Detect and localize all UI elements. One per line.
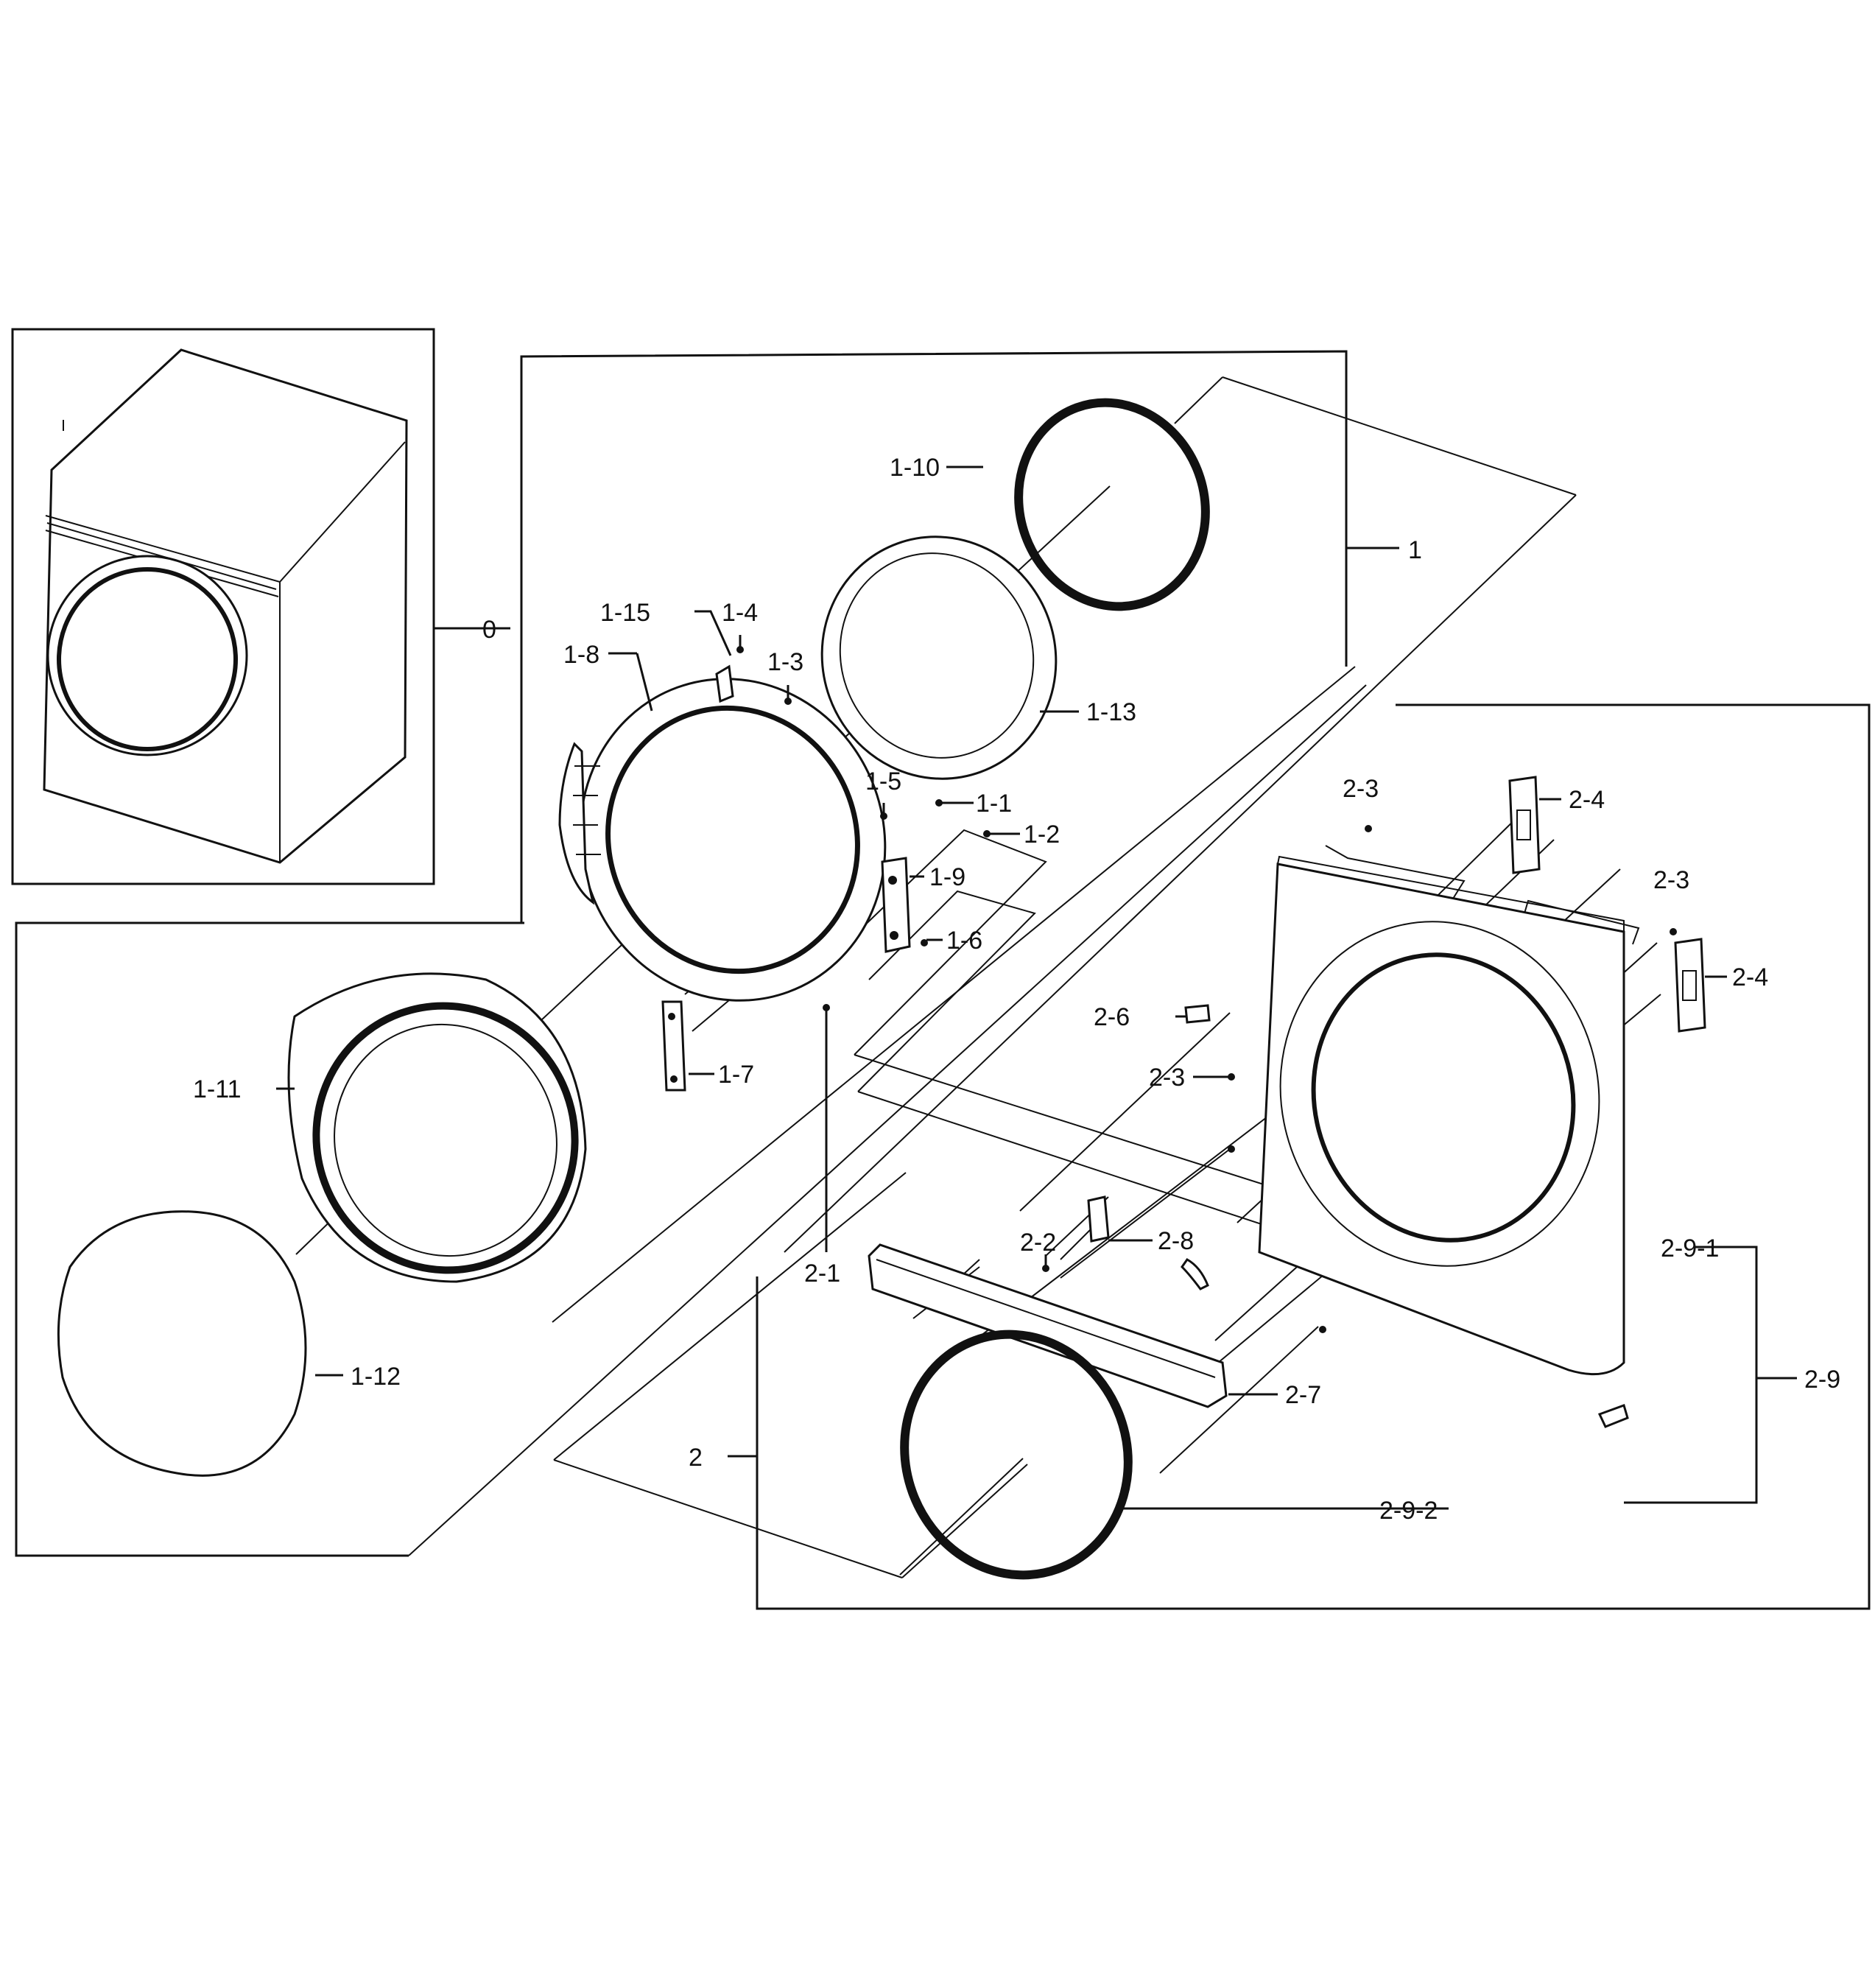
bracket-2-4-right [1674, 938, 1706, 1033]
label-2-4-top: 2-4 [1569, 786, 1605, 814]
label-1-1: 1-1 [976, 790, 1012, 818]
label-2-6: 2-6 [1094, 1003, 1130, 1031]
label-1-9: 1-9 [929, 863, 965, 891]
part-small-foot [1597, 1404, 1629, 1428]
ring-2-9-2 [900, 1330, 1133, 1580]
frame-front-panel [756, 703, 1871, 1610]
label-1-3: 1-3 [767, 648, 803, 676]
ring-1-10 [1014, 398, 1210, 611]
door-frame-1-11 [287, 972, 587, 1283]
label-1-15: 1-15 [600, 599, 650, 627]
label-2-9-1: 2-9-1 [1661, 1234, 1719, 1262]
label-2-3-top: 2-3 [1343, 775, 1379, 803]
label-2-7: 2-7 [1285, 1381, 1321, 1409]
ring-1-13 [820, 535, 1058, 780]
label-2-3-right: 2-3 [1653, 866, 1689, 894]
label-2: 2 [689, 1444, 703, 1472]
label-1-11: 1-11 [193, 1075, 242, 1103]
label-0: 0 [482, 616, 496, 644]
frame-door-assembly [15, 350, 1348, 1557]
label-1-7: 1-7 [718, 1061, 754, 1089]
label-1-8: 1-8 [563, 641, 599, 669]
label-1-12: 1-12 [351, 1363, 401, 1391]
label-1-13: 1-13 [1086, 698, 1136, 726]
front-panel-2-9-1 [1258, 855, 1625, 1376]
frame-overview [11, 328, 435, 885]
callout-leaders [276, 466, 1727, 1510]
label-2-9: 2-9 [1804, 1366, 1840, 1394]
label-2-4-right: 2-4 [1732, 963, 1768, 991]
part-2-6 [1184, 1004, 1211, 1024]
label-2-9-2: 2-9-2 [1379, 1497, 1438, 1525]
label-1-2: 1-2 [1024, 821, 1060, 849]
label-1-5: 1-5 [865, 768, 901, 795]
label-1-4: 1-4 [722, 599, 758, 627]
hinge-1-9 [881, 857, 911, 953]
part-small-clip [1181, 1258, 1209, 1290]
label-1-6: 1-6 [946, 927, 982, 955]
part-2-8 [1087, 1195, 1110, 1243]
hinge-1-7 [661, 1000, 686, 1092]
label-2-1: 2-1 [804, 1260, 840, 1288]
door-frame-1-8 [558, 678, 887, 1002]
label-1-10: 1-10 [890, 454, 940, 482]
dryer-cabinet-drawing [43, 348, 408, 864]
door-glass-1-12 [57, 1210, 307, 1477]
latch-1-15 [715, 664, 734, 703]
label-2-2: 2-2 [1020, 1229, 1056, 1257]
label-2-8: 2-8 [1158, 1227, 1194, 1255]
control-strip-2-7 [868, 1243, 1228, 1408]
label-1: 1 [1408, 536, 1422, 564]
label-2-3-mid: 2-3 [1149, 1064, 1185, 1092]
bracket-2-4-top [1508, 776, 1541, 874]
callout-dots [736, 646, 1677, 1333]
